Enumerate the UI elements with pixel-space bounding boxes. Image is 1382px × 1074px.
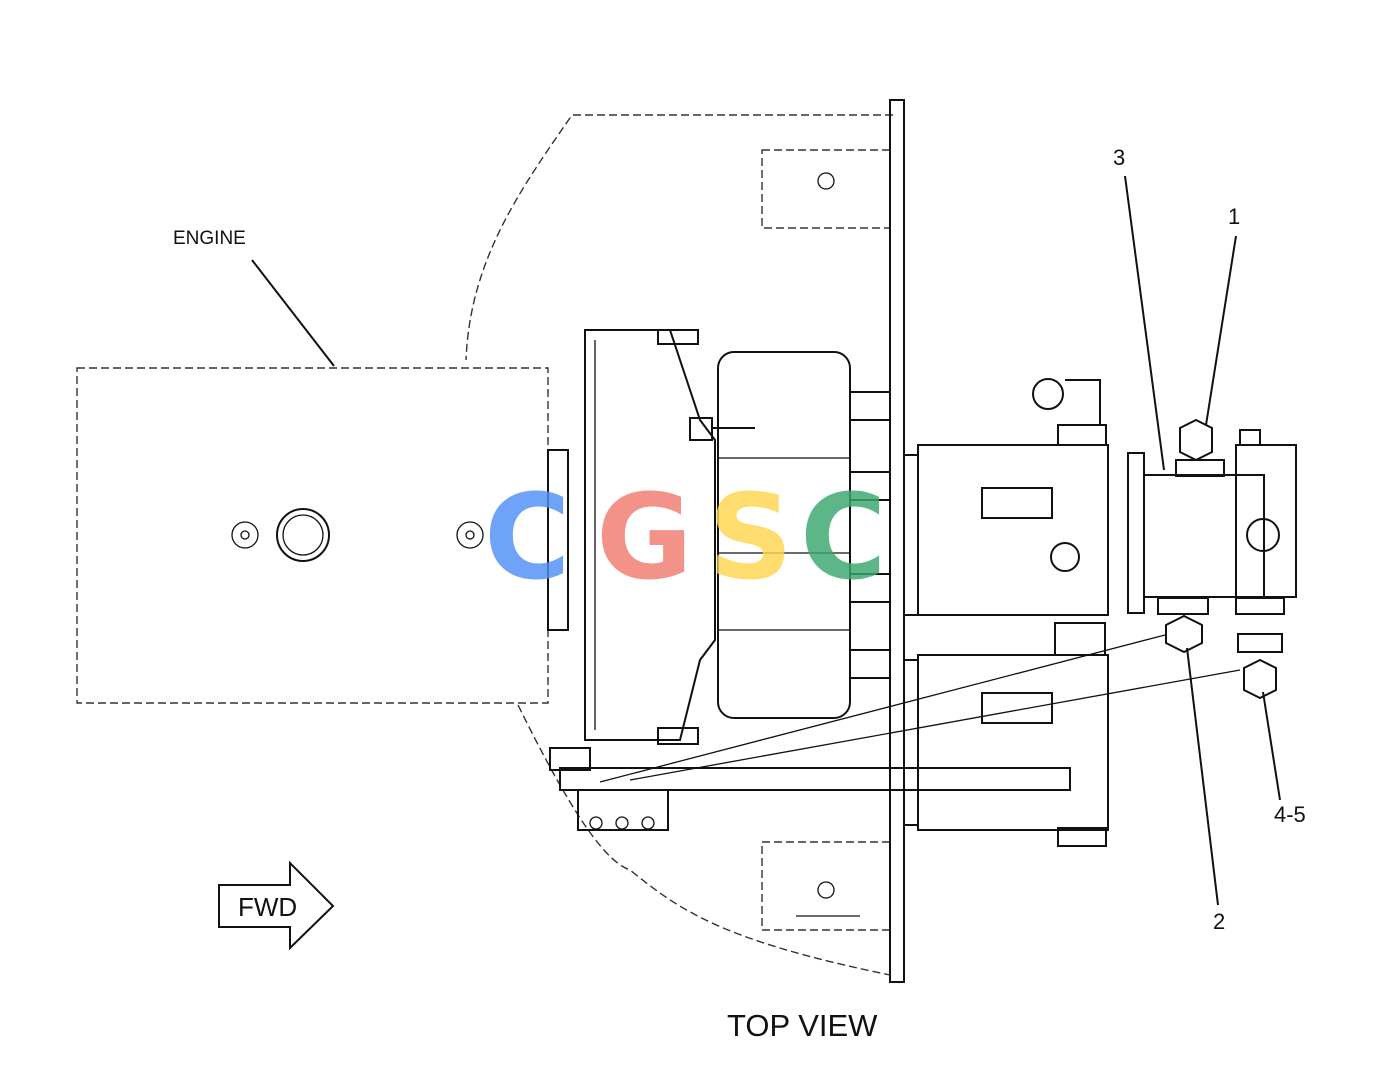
mounting-plate — [889, 99, 905, 983]
callout-1: 1 — [1228, 204, 1240, 229]
engine-label: ENGINE — [173, 228, 246, 249]
leader-lines — [251, 175, 1281, 906]
watermark-letter-1: C — [484, 468, 571, 606]
fittings — [1157, 418, 1285, 700]
hose-lines — [549, 634, 1241, 831]
callout-4-5: 4-5 — [1274, 802, 1306, 827]
view-title: TOP VIEW — [727, 1008, 878, 1043]
fwd-label: FWD — [238, 892, 297, 922]
manifold-block — [1127, 429, 1297, 614]
fwd-arrow: FWD — [218, 860, 335, 951]
watermark-letter-2: G — [596, 468, 693, 606]
callout-2: 2 — [1213, 909, 1225, 934]
callout-3: 3 — [1113, 145, 1125, 170]
engine-block — [76, 367, 549, 704]
hydraulic-pump — [717, 351, 891, 719]
watermark: C G S C — [484, 468, 887, 606]
valve-section — [903, 378, 1109, 847]
coupling-housing — [547, 329, 755, 745]
watermark-letter-3: S — [708, 468, 793, 606]
watermark-letter-4: C — [800, 468, 887, 606]
